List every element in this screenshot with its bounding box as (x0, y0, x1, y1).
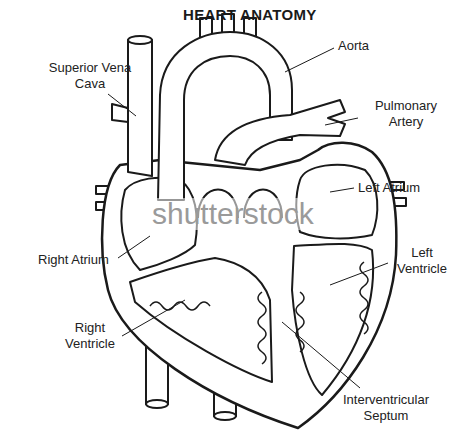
vessel-opening (214, 412, 236, 420)
pulmonary-artery (215, 100, 345, 165)
vessel-branch (112, 104, 128, 122)
heart-outline (102, 143, 396, 428)
leader-line (285, 48, 334, 72)
left-ventricle-chamber (292, 244, 373, 395)
leader-line (325, 118, 358, 125)
muscle-wall (258, 292, 266, 364)
leader-line (108, 94, 136, 116)
vessel-opening (146, 400, 168, 408)
watermark-text: shutterstock (150, 198, 316, 230)
vessel-opening (128, 36, 152, 44)
part-label: Left Atrium (358, 180, 420, 196)
leader-line (122, 300, 185, 336)
leader-line (330, 188, 354, 192)
part-label: Interventricular Septum (328, 392, 444, 424)
leader-line (118, 236, 150, 258)
leader-line (330, 263, 388, 285)
diagram-title: HEART ANATOMY (183, 7, 317, 23)
part-label: Pulmonary Artery (362, 98, 450, 130)
part-label: Right Ventricle (58, 320, 122, 352)
muscle-wall (296, 292, 304, 352)
right-ventricle-chamber (130, 258, 272, 382)
part-label: Aorta (338, 38, 369, 54)
superior-vena-cava (128, 40, 152, 176)
leader-line (282, 322, 360, 388)
part-label: Right Atrium (38, 252, 109, 268)
part-label: Superior Vena Cava (40, 60, 140, 92)
part-label: Left Ventricle (390, 245, 454, 277)
aorta (158, 32, 292, 200)
